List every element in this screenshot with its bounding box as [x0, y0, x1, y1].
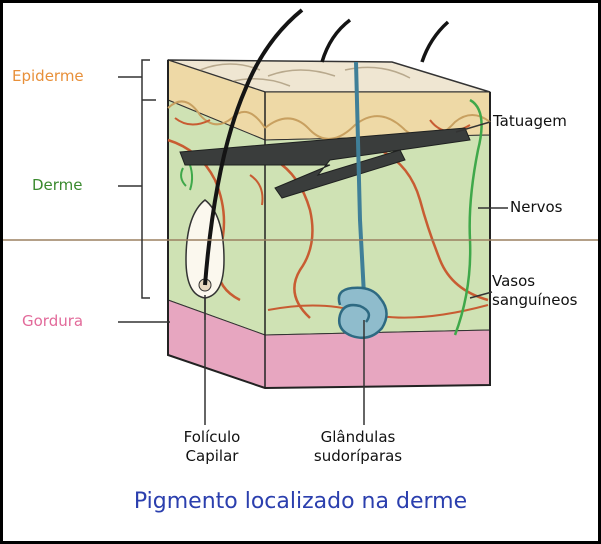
hair: [322, 20, 350, 62]
sweat-gland: [339, 288, 387, 338]
label-vasos-line1: Vasos: [492, 272, 600, 291]
label-gordura: Gordura: [22, 312, 83, 331]
label-foliculo-capilar: Folículo Capilar: [172, 428, 252, 466]
label-glandulas-line2: sudoríparas: [298, 447, 418, 466]
label-epiderme: Epiderme: [12, 67, 84, 86]
label-foliculo-line2: Capilar: [172, 447, 252, 466]
caption: Pigmento localizado na derme: [0, 489, 601, 514]
label-glandulas-line1: Glândulas: [298, 428, 418, 447]
label-tatuagem: Tatuagem: [493, 112, 567, 131]
label-nervos: Nervos: [510, 198, 563, 217]
label-vasos-sanguineos: Vasos sanguíneos: [492, 272, 600, 310]
label-derme: Derme: [32, 176, 83, 195]
label-glandulas-sudoriparas: Glândulas sudoríparas: [298, 428, 418, 466]
hair: [422, 22, 448, 62]
block-front-face-fat: [265, 330, 490, 388]
label-vasos-line2: sanguíneos: [492, 291, 600, 310]
layer-bracket: [142, 60, 150, 298]
label-foliculo-line1: Folículo: [172, 428, 252, 447]
